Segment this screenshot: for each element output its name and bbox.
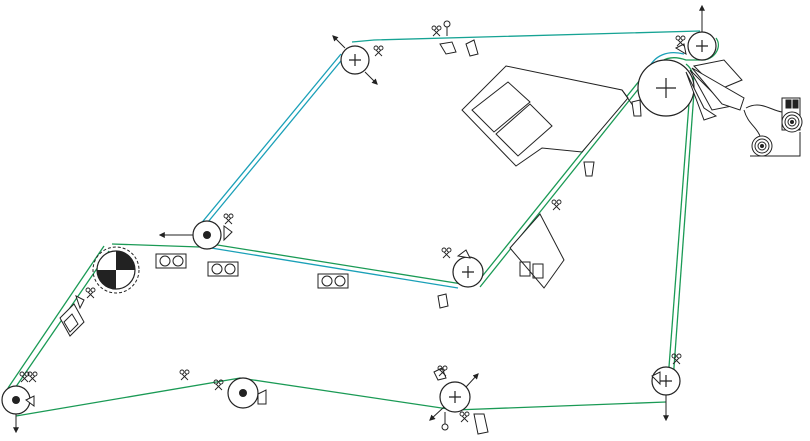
bearing-pair-1 [155,253,187,269]
roller-bottom-left[interactable] [1,385,31,434]
tension-spring [431,25,442,37]
tension-springs [19,25,686,423]
tension-spring [437,365,448,377]
hopper-left-bracket [59,303,85,337]
tension-spring [459,411,470,423]
tension-spring [373,45,384,57]
lower-belt-bottom-run [15,377,667,417]
scraper-blade [631,99,642,117]
coil-reel-lower [743,109,801,157]
lower-belt-left-rise-inner [12,250,110,392]
roller-top-right[interactable] [687,4,717,61]
upper-belt-lower-run-2 [204,242,463,285]
roller-top-left[interactable] [332,35,378,85]
bearing-pair-2 [207,261,239,277]
scraper-blade [583,161,595,177]
tray-window-left [471,81,531,133]
scraper-blade [465,39,479,57]
feed-fan-assembly [685,59,745,121]
hopper-upper-structure [461,65,637,167]
scraper-blade [651,371,661,386]
roller-bottom-center[interactable] [429,373,479,431]
lower-belt-right-rise-2 [672,91,695,382]
scraper-blade [674,43,687,56]
tension-spring [213,379,224,391]
roller-large-right[interactable] [637,59,695,117]
tension-spring [19,371,30,383]
bearing-pair-3 [317,273,349,289]
lower-belt-right-rise [667,89,691,381]
tray-box-a [519,261,531,277]
tension-spring [27,371,38,383]
drive-roller-left[interactable] [92,246,140,294]
roller-bottom-mid[interactable] [227,377,259,409]
lower-belt-top-link [111,243,201,248]
scraper-blade [25,395,35,407]
upper-belt-lower-run [204,246,459,289]
upper-belt-return-2 [479,71,653,288]
roller-center[interactable] [452,256,484,288]
scraper-blade [433,367,447,381]
scraper-blade [473,413,489,435]
tension-spring [441,247,452,259]
upper-belt-top-run [351,30,701,43]
scraper-blade [223,225,233,242]
pin-markers [443,20,451,36]
lower-belt-left-rise [7,245,105,389]
upper-belt-left-run-inner [202,55,346,229]
tension-spring [671,353,682,365]
tension-spring [675,35,686,47]
scraper-blade [257,389,267,405]
scraper-blade [437,293,449,309]
tray-window-right [495,103,553,157]
hopper-lower-structure [509,213,565,289]
scraper-blade [456,249,471,259]
tension-spring [179,369,190,381]
tension-spring [223,213,234,225]
upper-belt [198,30,719,289]
coil-reel-upper [745,97,803,133]
scraper-blade [75,295,85,310]
scraper-blade [439,41,457,55]
tension-spring [551,199,562,211]
scraper-blades [25,39,687,435]
roller-idler-left[interactable] [158,220,222,250]
tension-spring [85,287,96,299]
upper-belt-left-run [198,53,342,227]
tray-box-b [532,263,544,279]
